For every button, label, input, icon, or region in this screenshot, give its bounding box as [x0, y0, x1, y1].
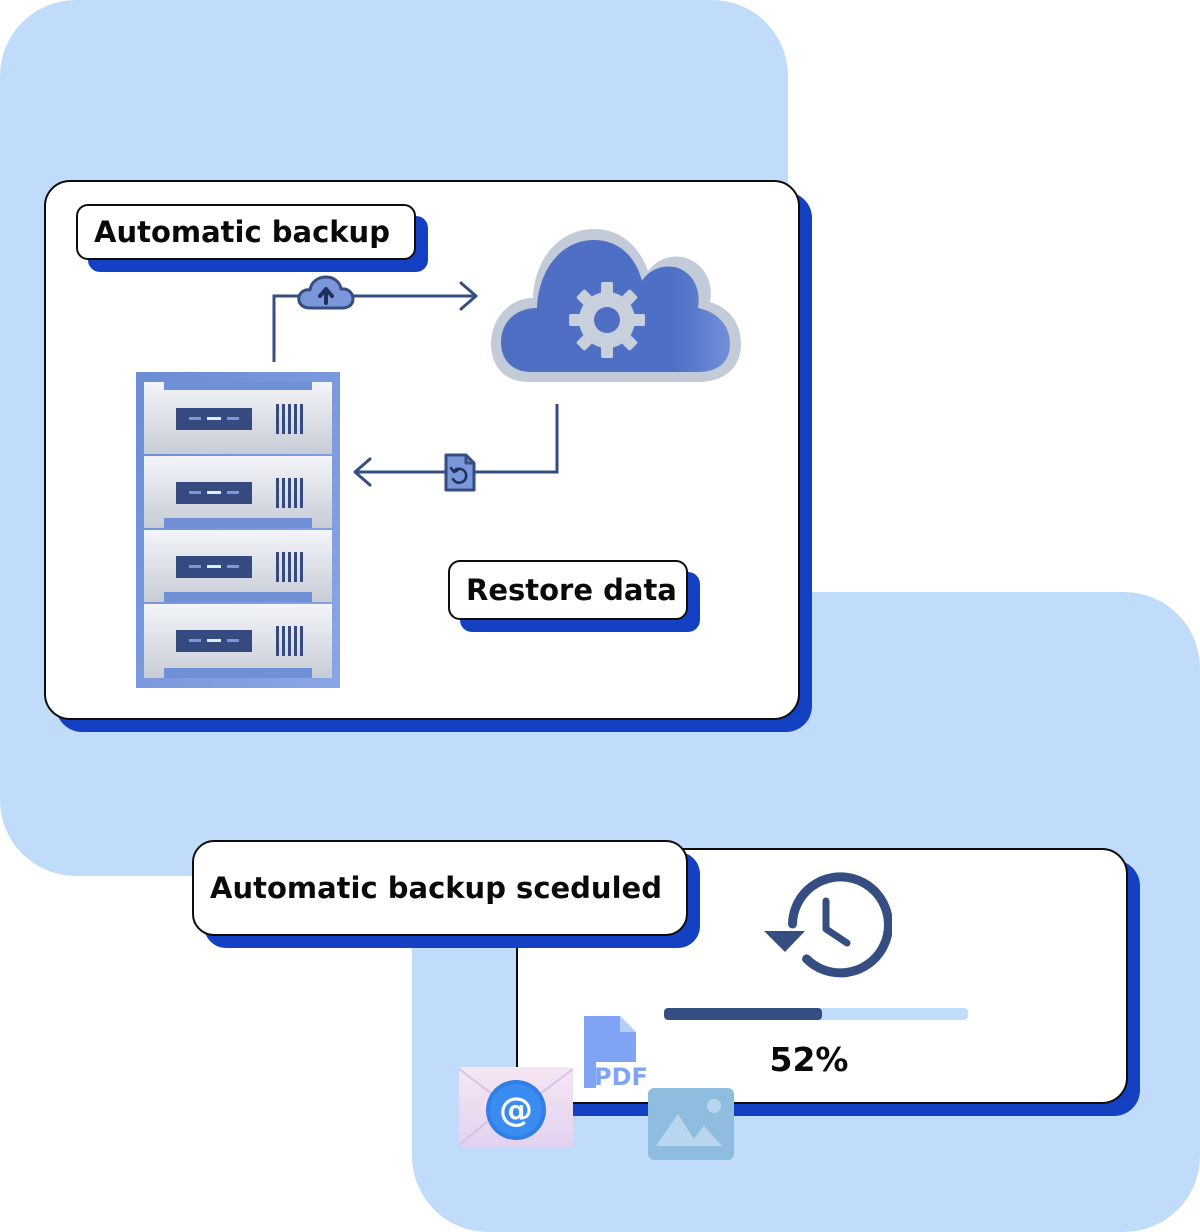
restore-flow-line — [356, 404, 559, 474]
backup-flow-line — [272, 294, 474, 362]
file-restore-icon — [444, 453, 476, 492]
server-unit — [144, 456, 332, 528]
cloud-upload-icon — [297, 275, 355, 310]
schedule-title-text: Automatic backup sceduled — [210, 871, 662, 905]
backup-progress-percent: 52% — [769, 1040, 849, 1079]
schedule-title-label: Automatic backup sceduled — [192, 840, 688, 936]
pdf-file-icon: PDF — [584, 1016, 648, 1091]
restore-arrow-head — [353, 457, 372, 487]
restore-data-label: Restore data — [448, 560, 688, 620]
server-unit — [144, 530, 332, 602]
automatic-backup-label-text: Automatic backup — [94, 215, 390, 249]
server-rack-icon — [136, 372, 340, 688]
at-symbol: @ — [499, 1090, 533, 1130]
backup-progress-fill — [664, 1008, 823, 1020]
image-file-icon — [648, 1088, 734, 1160]
server-unit — [144, 604, 332, 678]
gear-icon — [569, 282, 645, 358]
pdf-badge-text: PDF — [594, 1063, 648, 1091]
email-envelope-icon: @ — [458, 1067, 574, 1147]
server-unit — [144, 382, 332, 454]
automatic-backup-label: Automatic backup — [76, 204, 416, 260]
cloud-gear-icon — [491, 229, 741, 382]
history-clock-icon — [764, 872, 892, 978]
restore-data-label-text: Restore data — [466, 573, 677, 607]
backup-arrow-head — [459, 281, 478, 311]
backup-progress-bar — [664, 1008, 968, 1020]
